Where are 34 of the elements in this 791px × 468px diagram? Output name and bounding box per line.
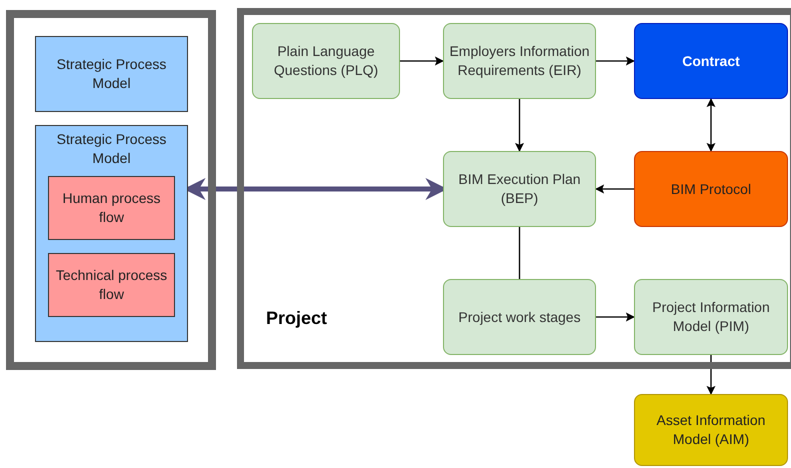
process-box xyxy=(48,176,175,240)
process-box xyxy=(634,394,788,466)
process-box xyxy=(35,36,188,112)
process-box xyxy=(443,279,596,355)
box-label: Asset Information Model (AIM) xyxy=(656,411,766,449)
box-label: Human process flow xyxy=(61,189,162,227)
process-box xyxy=(252,23,400,99)
process-box xyxy=(634,23,788,99)
box-label: Project work stages xyxy=(457,308,582,326)
project-frame xyxy=(237,8,791,369)
arrow xyxy=(706,355,716,395)
box-label: BIM Execution Plan (BEP) xyxy=(457,170,582,208)
arrow xyxy=(515,99,524,152)
arrow xyxy=(706,98,716,152)
process-box xyxy=(48,253,175,317)
panel-frame xyxy=(6,10,216,370)
process-box xyxy=(634,279,788,355)
box-label: Employers Information Requirements (EIR) xyxy=(448,42,591,80)
process-box xyxy=(443,23,596,99)
box-label: Strategic Process Model xyxy=(56,130,168,168)
arrow xyxy=(596,312,635,322)
box-label: Contract xyxy=(681,52,741,70)
arrow xyxy=(596,56,635,66)
process-box xyxy=(634,151,788,227)
box-label: Technical process flow xyxy=(54,266,168,304)
box-label: Plain Language Questions (PLQ) xyxy=(272,42,380,80)
process-group-box xyxy=(35,125,188,342)
arrow xyxy=(400,56,444,66)
box-label: Strategic Process Model xyxy=(56,55,168,93)
frame-title: Project xyxy=(266,307,328,330)
box-label: BIM Protocol xyxy=(670,180,752,198)
process-box xyxy=(443,151,596,227)
arrow xyxy=(595,184,634,194)
box-label: Project Information Model (PIM) xyxy=(651,298,771,336)
